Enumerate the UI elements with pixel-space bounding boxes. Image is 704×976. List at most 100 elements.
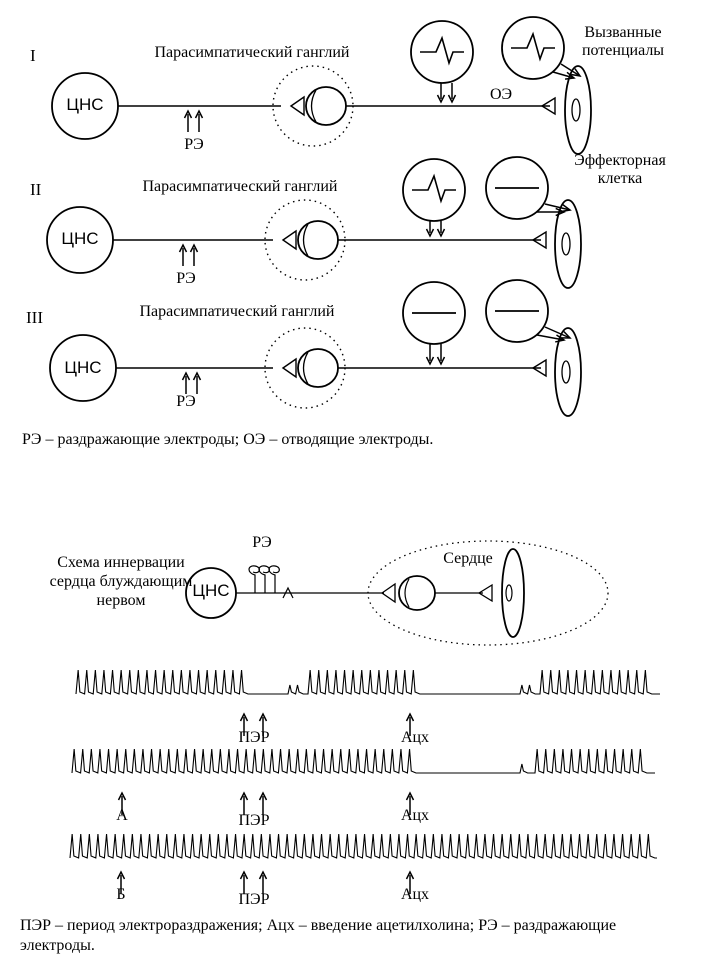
effector-recording-b-row-2-head (560, 204, 572, 213)
stim-electrode-coil-1 (248, 565, 260, 593)
scheme-label: Схема иннервации сердца блуждающим нерво… (49, 554, 193, 609)
stim-electrode-b-row-1-head (194, 109, 204, 119)
synapse-terminal-row-3 (281, 357, 297, 379)
recording-electrode-b-row-1-head (447, 94, 457, 104)
trace-3-mark-per: ПЭР (238, 891, 270, 908)
effector-recording-a-row-3-head (555, 334, 566, 343)
heart-trace-1 (75, 669, 660, 695)
trace-3-mark-ach: Ацх (400, 886, 430, 903)
effector-cell-row-3 (554, 327, 582, 417)
effector-recording-b-row-1 (560, 63, 581, 77)
stim-electrodes-label-row-1: РЭ (184, 136, 204, 153)
effector-terminal-row-3 (531, 358, 547, 378)
trace-1-mark-ach: Ацх (400, 729, 430, 746)
trace-3-marker-arrow-4-head (405, 870, 415, 880)
effector-recording-b-row-1-head (570, 68, 582, 78)
trace-2-mark-ach: Ацх (400, 807, 430, 824)
heart-boundary (367, 540, 609, 646)
top-legend: РЭ – раздражающие электроды; ОЭ – отводя… (22, 431, 434, 448)
trace-1-mark-per: ПЭР (238, 729, 270, 746)
stim-electrode-b-row-2-head (189, 243, 199, 253)
trace-3-marker-arrow-3-head (258, 870, 268, 880)
heart-label: Сердце (443, 550, 493, 567)
trace-2-mark-a: А (116, 807, 128, 824)
trace-2-mark-per: ПЭР (238, 812, 270, 829)
scope-2-row-2 (485, 156, 549, 220)
stim-electrode-coil-2 (258, 565, 270, 593)
ganglion-label-row-2: Парасимпатический ганглий (142, 178, 338, 195)
heart-effector-terminal (477, 583, 493, 603)
cns-label-row-3: ЦНС (64, 358, 102, 377)
synapse-terminal-row-1 (289, 95, 305, 117)
row-numeral-3: III (26, 308, 43, 327)
trace-3-marker-arrow-1-head (116, 870, 126, 880)
ganglion-neuron-nucleus-row-3 (302, 351, 309, 385)
cns-label-bottom: ЦНС (192, 581, 230, 600)
trace-1-marker-arrow-2-head (258, 712, 268, 722)
ganglion-label-row-1: Парасимпатический ганглий (154, 44, 350, 61)
trace-1-marker-arrow-3-head (405, 712, 415, 722)
scope-2-row-1 (501, 16, 565, 80)
effector-nucleus-row-3 (561, 360, 571, 384)
heart-trace-2 (71, 748, 655, 774)
effector-terminal-row-1 (540, 96, 556, 116)
stim-electrode-b-row-3-head (192, 371, 202, 381)
stim-electrodes-label-row-3: РЭ (176, 393, 196, 410)
trace-2-marker-arrow-4-head (405, 791, 415, 801)
scope-2-evoked-potential-row-1 (511, 31, 555, 62)
ganglion-boundary-row-2 (264, 199, 346, 281)
heart-ganglion-synapse (380, 582, 396, 604)
scope-1-evoked-potential-row-1 (420, 35, 464, 66)
trace-2-marker-arrow-2-head (239, 791, 249, 801)
scope-1-row-3 (402, 281, 466, 345)
cns-label-row-1: ЦНС (66, 95, 104, 114)
effector-recording-b-row-2 (544, 203, 571, 211)
effector-recording-a-row-3 (536, 334, 565, 341)
trace-3-marker-arrow-2-head (239, 870, 249, 880)
recording-electrode-b-row-3-head (436, 356, 446, 366)
effector-recording-a-row-1-head (564, 71, 576, 80)
stim-electrode-a-row-1-head (183, 109, 193, 119)
effector-terminal-row-2 (531, 230, 547, 250)
effector-cell-label: Эффекторная клетка (574, 152, 666, 187)
row-numeral-2: II (30, 180, 42, 199)
bottom-legend: ПЭР – период электрораздражения; Ацх – в… (20, 917, 617, 954)
effector-recording-a-row-1 (552, 71, 575, 79)
scope-1-evoked-potential-row-2 (412, 173, 456, 204)
heart-trace-3 (69, 833, 657, 859)
evoked-potentials-label: Вызванные потенциалы (581, 24, 665, 59)
scope-1-row-2 (402, 158, 466, 222)
trace-1-marker-arrow-1-head (239, 712, 249, 722)
scope-2-row-3 (485, 279, 549, 343)
effector-recording-b-row-3 (544, 326, 571, 339)
recording-electrode-b-row-2-head (436, 228, 446, 238)
stim-electrode-coil-3 (268, 565, 280, 593)
stim-electrode-a-row-2-head (178, 243, 188, 253)
recording-electrode-a-row-2-head (425, 228, 435, 238)
trace-3-mark-b: Б (116, 886, 126, 903)
scope-1-row-1 (410, 20, 474, 84)
nerve-cut-mark (282, 586, 294, 599)
effector-cell-row-2 (554, 199, 582, 289)
recording-electrode-a-row-1-head (436, 94, 446, 104)
stim-electrode-a-row-3-head (181, 371, 191, 381)
heart-ganglion-nucleus (404, 578, 410, 608)
trace-2-marker-arrow-3-head (258, 791, 268, 801)
synapse-terminal-row-2 (281, 229, 297, 251)
effector-cell-row-1 (564, 65, 592, 155)
row-numeral-1: I (30, 46, 36, 65)
cns-label-row-2: ЦНС (61, 229, 99, 248)
ganglion-label-row-3: Парасимпатический ганглий (139, 303, 335, 320)
trace-2-marker-arrow-1-head (117, 791, 127, 801)
ganglion-neuron-nucleus-row-2 (302, 223, 309, 257)
ganglion-boundary-row-1 (272, 65, 354, 147)
effector-recording-a-row-2-head (555, 207, 566, 217)
stim-electrodes-label-row-2: РЭ (176, 270, 196, 287)
effector-nucleus-row-1 (571, 98, 581, 122)
recording-electrode-a-row-3-head (425, 356, 435, 366)
effector-nucleus-row-2 (561, 232, 571, 256)
heart-muscle-cell (501, 548, 525, 638)
ganglion-neuron-nucleus-row-1 (310, 89, 317, 123)
effector-recording-b-row-3-head (560, 330, 572, 339)
